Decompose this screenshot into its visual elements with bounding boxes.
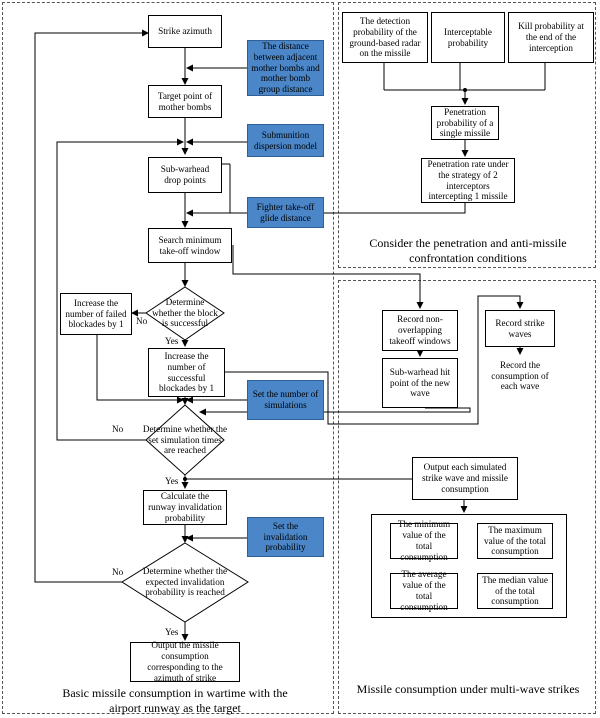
top-right-region: [338, 2, 596, 268]
distance-box: The distance between adjacent mother bom…: [247, 40, 324, 96]
yes-label-expected: Yes: [165, 627, 179, 637]
bottom-right-caption: Missile consumption under multi-wave str…: [356, 682, 580, 696]
calc-probability-box: Calculate the runway invalidation probab…: [143, 490, 227, 525]
arrow-expected-no-loop: [34, 29, 149, 583]
yes-label-block: Yes: [165, 336, 179, 346]
yes-label-times: Yes: [165, 476, 179, 486]
determine-expected-text: Determine whether the expected invalidat…: [142, 565, 228, 598]
arrow-hit-to-merge: [199, 408, 471, 416]
arrow-times-no-loop: [56, 138, 184, 441]
determine-block-text: Determine whether the block is successfu…: [152, 296, 218, 329]
avg-value-box: The average value of the total consumpti…: [390, 569, 458, 612]
output-each-box: Output each simulated strike wave and mi…: [412, 457, 518, 500]
drop-points-box: Sub-warhead drop points: [148, 157, 222, 193]
target-point-box: Target point of mother bombs: [148, 85, 222, 118]
bottom-right-region: [338, 280, 596, 714]
search-window-box: Search minimum take-off window: [148, 228, 232, 263]
determine-times-text: Determine whether the set simulation tim…: [142, 423, 228, 456]
merge-node: [183, 398, 187, 402]
record-consumption-text: Record the consumption of each wave: [491, 359, 549, 392]
hit-point-box: Sub-warhead hit point of the new wave: [382, 358, 458, 408]
median-value-box: The median value of the total consumptio…: [477, 573, 553, 609]
diamond-expected-shape: [121, 542, 249, 623]
left-region: [2, 2, 334, 714]
dispersion-model-box: Submunition dispersion model: [247, 124, 324, 157]
penetration-single-box: Penetration probability of a single miss…: [431, 106, 499, 140]
penetration-rate-box: Penetration rate under the strategy of 2…: [421, 158, 515, 203]
join-node: [463, 88, 467, 92]
detection-probability-box: The detection probability of the ground-…: [342, 12, 428, 63]
diamond-block-shape: [145, 286, 225, 341]
arrow-failed-to-merge: [96, 335, 184, 404]
set-simulations-box: Set the number of simulations: [247, 380, 324, 420]
kill-probability-box: Kill probability at the end of the inter…: [508, 12, 594, 63]
diamond-times-shape: [145, 404, 225, 476]
successful-blockades-box: Increase the number of successful blocka…: [148, 348, 225, 397]
arrow-success-to-waves: [225, 295, 524, 425]
fighter-distance-box: Fighter take-off glide distance: [247, 197, 324, 228]
failed-blockades-box: Increase the number of failed blockades …: [60, 293, 132, 335]
yes-node: [183, 477, 187, 481]
no-label-block: No: [136, 316, 148, 326]
record-windows-box: Record non-overlapping takeoff windows: [382, 310, 458, 351]
no-label-times: No: [112, 424, 124, 434]
no-label-expected: No: [112, 567, 124, 577]
record-waves-box: Record strike waves: [485, 310, 555, 347]
arrow-search-to-record: [232, 245, 424, 309]
max-value-box: The maximum value of the total consumpti…: [477, 523, 553, 559]
line-penetration-feedback: [229, 164, 466, 214]
line-hit-right: [440, 407, 471, 412]
set-invalidation-box: Set the invalidation probability: [247, 517, 324, 557]
output-consumption-box: Output the missile consumption correspon…: [130, 640, 240, 683]
strike-azimuth-box: Strike azimuth: [148, 15, 222, 48]
min-value-box: The minimum value of the total consumpti…: [390, 519, 458, 562]
interceptable-probability-box: Interceptable probability: [431, 12, 505, 63]
line-hit-back: [340, 408, 471, 413]
left-caption: Basic missile consumption in wartime wit…: [62, 686, 288, 715]
top-right-caption: Consider the penetration and anti-missil…: [369, 236, 567, 265]
